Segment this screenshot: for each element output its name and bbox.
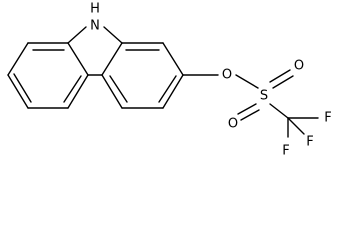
bond: [162, 42, 184, 76]
bond: [237, 103, 257, 115]
bond: [63, 75, 82, 103]
chemical-structure-diagram: H N O S O O F F F: [7, 2, 332, 159]
bond: [109, 75, 128, 103]
bond: [269, 103, 289, 119]
bond: [240, 109, 260, 121]
bond: [67, 74, 89, 109]
bond: [158, 75, 177, 103]
bond: [13, 73, 32, 103]
bond: [67, 42, 89, 76]
bond: [162, 74, 184, 109]
bond: [101, 74, 123, 109]
right-benzene-ring: [101, 42, 184, 109]
ester-oxygen-label: O: [222, 68, 232, 83]
fluorine-right-label: F: [324, 111, 331, 126]
left-benzene-ring: [7, 42, 89, 109]
fluorine-bottom-right-label: F: [306, 135, 313, 150]
bond: [67, 26, 87, 44]
bond: [272, 75, 294, 89]
triflate-group: [182, 69, 319, 138]
bond: [7, 42, 29, 76]
bond: [269, 69, 291, 83]
bond: [287, 117, 305, 135]
bond: [235, 74, 259, 89]
sulfonyl-oxygen-top-label: O: [294, 59, 304, 74]
sulfur-label: S: [260, 89, 268, 104]
nh-nitrogen-label: N: [90, 19, 100, 34]
fluorine-bottom-left-label: F: [282, 144, 289, 159]
pyrrole-ring: [67, 26, 123, 76]
bond: [103, 26, 123, 44]
nh-hydrogen-label: H: [90, 2, 100, 17]
bond: [7, 74, 29, 109]
sulfonyl-oxygen-bottom-label: O: [228, 117, 238, 132]
bond: [101, 42, 123, 76]
